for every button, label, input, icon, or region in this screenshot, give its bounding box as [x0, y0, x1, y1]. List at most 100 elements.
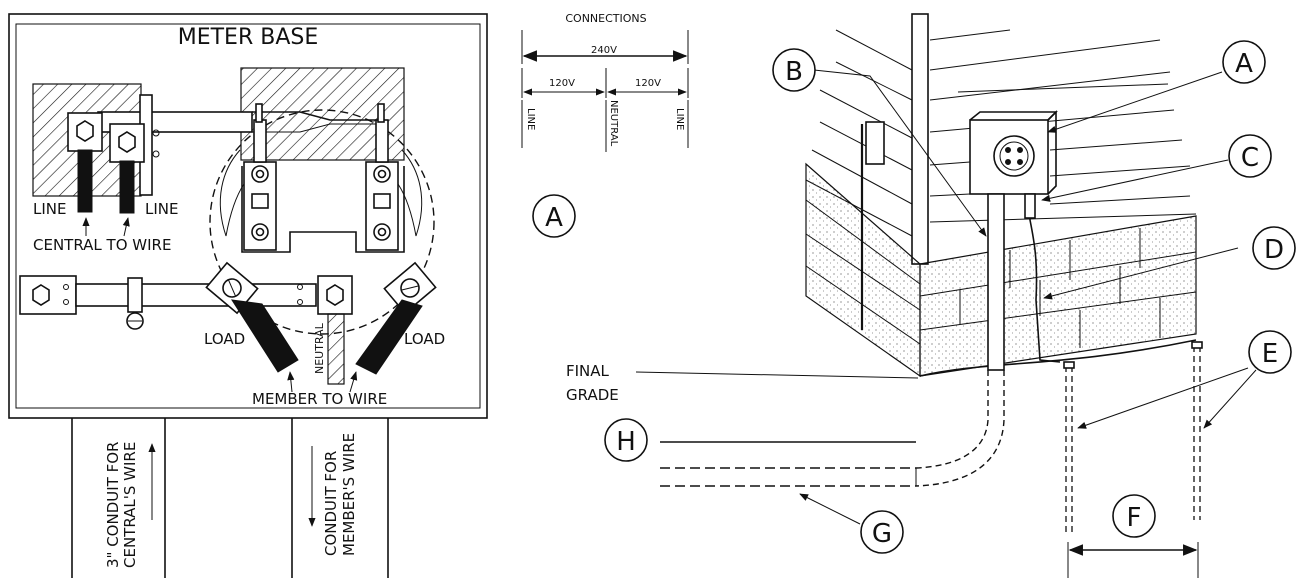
callout-f: F: [1112, 494, 1156, 538]
neutral-lug-left: [19, 275, 77, 315]
svg-text:G: G: [872, 519, 892, 549]
line-right-label: LINE: [145, 200, 178, 218]
final-grade-label-1: FINAL: [566, 362, 610, 380]
svg-text:B: B: [785, 57, 803, 87]
member-conduit-label-1: CONDUIT FOR: [322, 451, 340, 556]
svg-text:F: F: [1127, 503, 1142, 533]
svg-text:C: C: [1241, 143, 1259, 173]
jaw-spring-right: [397, 149, 423, 237]
callout-h: H: [604, 418, 648, 462]
meter-box: [969, 119, 1049, 195]
callout-a: A: [1222, 40, 1266, 84]
terminal-screw: [377, 169, 387, 179]
callout-b-leader: [813, 69, 987, 237]
terminal-screw: [255, 227, 265, 237]
hex-nut-icon: [326, 284, 344, 306]
underground-conduit-elbow: [915, 370, 1005, 487]
right-jaw-clip-tip: [377, 103, 385, 123]
mount-hole: [63, 299, 69, 305]
callout-e-leader: [1077, 367, 1249, 429]
meter-socket-ring: [999, 141, 1029, 171]
svg-text:D: D: [1264, 235, 1284, 265]
meter-base-outer-frame: [8, 13, 488, 419]
ground-wire: [1029, 194, 1061, 363]
ground-tag: [865, 121, 885, 165]
neutral-mount-screw: [126, 312, 144, 330]
callout-b: B: [772, 48, 816, 92]
right-jaw-block: [365, 161, 399, 251]
120v-left-label: 120V: [549, 78, 575, 89]
mount-hole: [63, 284, 69, 290]
mount-hole: [152, 150, 160, 158]
callout-e-leader: [1203, 369, 1257, 429]
member-conduit-label-2: MEMBER'S WIRE: [340, 433, 358, 556]
jaw-slot: [373, 193, 391, 209]
callout-g: G: [860, 510, 904, 554]
mount-hole: [297, 284, 303, 290]
ground-wire-fitting: [1024, 193, 1036, 219]
meter-box-side: [1047, 110, 1057, 195]
neutral-conductor: [327, 313, 345, 385]
connections-line-right: LINE: [674, 108, 685, 130]
line-wire-left: [77, 149, 93, 213]
load-lug-right: [383, 261, 437, 315]
central-to-wire-label: CENTRAL TO WIRE: [33, 236, 171, 254]
central-conduit-label-1: 3" CONDUIT FOR: [104, 442, 122, 568]
member-arrow: [349, 371, 358, 393]
grade-surface: [919, 339, 1197, 377]
load-wire-right: [355, 299, 423, 375]
jaw-slot: [251, 193, 269, 209]
meter-socket: [993, 135, 1035, 177]
svg-text:H: H: [616, 427, 636, 457]
central-conduit-label-2: CENTRAL'S WIRE: [121, 442, 139, 568]
line-lug-right: [109, 123, 145, 163]
neutral-lug-right: [317, 275, 353, 315]
mount-hole: [152, 129, 160, 137]
load-right-label: LOAD: [404, 330, 445, 348]
terminal-screw: [373, 223, 391, 241]
underground-conduit-elbow: [915, 370, 989, 469]
left-jaw-block: [243, 161, 277, 251]
left-jaw-clip-tip: [255, 103, 263, 123]
right-jaw-clip: [375, 119, 389, 163]
left-jaw-clip: [253, 119, 267, 163]
hex-nut-icon: [118, 131, 136, 153]
connections-neutral: NEUTRAL: [608, 100, 619, 147]
jaw-spring-left: [219, 149, 245, 237]
callout-d: D: [1252, 226, 1296, 270]
final-grade-label-2: GRADE: [566, 386, 619, 404]
callout-d-leader: [1043, 247, 1239, 300]
line-lug-left: [67, 112, 103, 152]
terminal-screw: [251, 223, 269, 241]
terminal-screw: [255, 169, 265, 179]
load-lug-left: [205, 261, 259, 315]
member-arrow: [287, 371, 295, 393]
hex-nut-icon: [76, 120, 94, 142]
callout-c: C: [1228, 134, 1272, 178]
svg-text:E: E: [1262, 339, 1278, 369]
callout-g-leader: [799, 493, 861, 525]
callout-a-leader: [1047, 71, 1223, 133]
neutral-bus-bar: [75, 283, 317, 307]
callout-e: E: [1248, 330, 1292, 374]
corner-trim: [911, 13, 929, 265]
load-wire-left: [230, 299, 299, 373]
line-left-label: LINE: [33, 200, 66, 218]
upper-bus-link: [252, 123, 385, 133]
svg-text:A: A: [1235, 49, 1253, 79]
foundation-front-face: [919, 215, 1197, 377]
terminal-screw: [251, 165, 269, 183]
final-grade-leader: [635, 371, 919, 379]
svg-text:A: A: [545, 203, 563, 233]
member-to-wire-label: MEMBER TO WIRE: [252, 390, 387, 408]
meter-socket-outline: [209, 109, 435, 335]
mount-hole: [297, 299, 303, 305]
center-insulator: [241, 166, 405, 253]
conduits: 3" CONDUIT FOR CENTRAL'S WIRE CONDUIT FO…: [71, 418, 389, 578]
meter-box-top: [969, 111, 1058, 121]
terminal-screw: [373, 165, 391, 183]
neutral-label: NEUTRAL: [313, 322, 326, 374]
service-conduit: [987, 193, 1005, 371]
connections-line-left: LINE: [525, 108, 536, 130]
